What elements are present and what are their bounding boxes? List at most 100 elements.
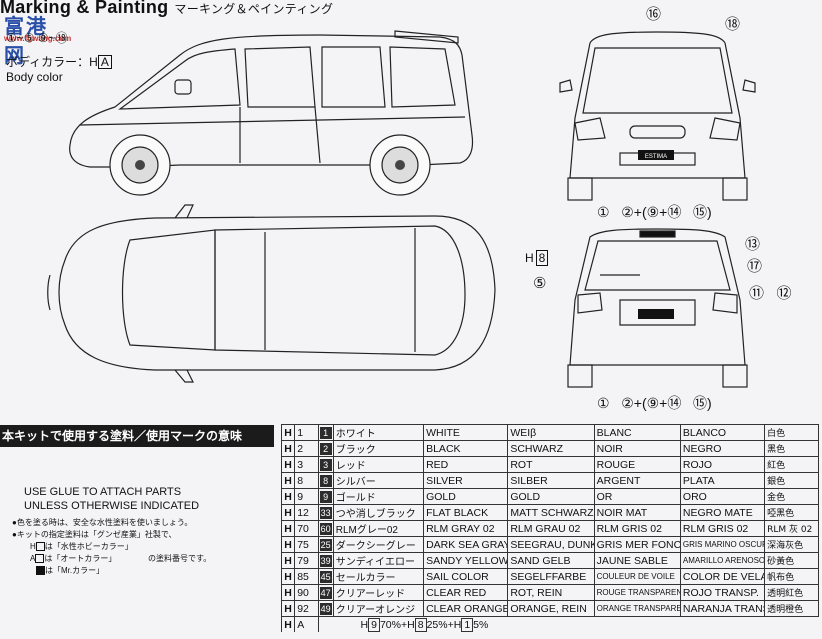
mr-color-badge: 8 <box>319 474 332 487</box>
paint-name-fr: ROUGE TRANSPARENT <box>593 584 681 601</box>
paint-code: H <box>280 600 296 617</box>
paint-number: 70 <box>294 520 319 537</box>
paint-name-de: GOLD <box>507 488 595 505</box>
paint-name-cn: 紅色 <box>764 456 819 473</box>
paint-code: H <box>280 584 296 601</box>
paint-name-en: RED <box>423 456 509 473</box>
mix-num-3: 1 <box>461 617 474 632</box>
paint-code: H <box>280 456 296 473</box>
note-5-row: は「Mr.カラー」 <box>12 565 192 577</box>
paint-name-fr: ROUGE <box>593 456 681 473</box>
paint-name-de: RLM GRAU 02 <box>507 520 595 537</box>
paint-code: H <box>280 488 296 505</box>
paint-name-cn: RLM 灰 02 <box>764 520 819 537</box>
paint-name-de: WEIβ <box>507 424 595 441</box>
mr-color-number: 60 <box>317 520 334 537</box>
paint-number: 12 <box>294 504 319 521</box>
note-code-a: A <box>30 554 36 563</box>
paint-code: H <box>280 424 296 441</box>
mix-pct-3: 5% <box>473 618 489 631</box>
paint-name-es: AMARILLO ARENOSO <box>679 552 766 569</box>
paint-name-cn: 砂黃色 <box>764 552 819 569</box>
legend-header: 本キットで使用する塗料／使用マークの意味 <box>0 425 274 447</box>
mr-color-badge: 9 <box>319 490 332 503</box>
paint-code: H <box>280 568 296 585</box>
paint-name-jp: ゴールド <box>332 488 425 505</box>
mr-color-badge: 1 <box>319 426 332 439</box>
site-logo-text: 富港网 <box>4 16 48 67</box>
paint-name-en: CLEAR ORANGE <box>423 600 509 617</box>
paint-name-en: SAIL COLOR <box>423 568 509 585</box>
paint-code: H <box>280 520 296 537</box>
paint-name-es: COLOR DE VELAS <box>679 568 766 585</box>
bracket-text: の塗料番号です。 <box>148 554 212 563</box>
car-top-view <box>47 204 496 383</box>
mr-color-number: 25 <box>317 536 334 553</box>
paint-name-de: ORANGE, REIN <box>507 600 595 617</box>
paint-code: H <box>280 536 296 553</box>
body-color-box: A <box>97 55 112 69</box>
paint-name-en: WHITE <box>423 424 509 441</box>
note-1: ●色を塗る時は、安全な水性塗料を使いましょう。 <box>12 518 193 527</box>
paint-name-de: MATT SCHWARZ <box>507 504 595 521</box>
paint-name-de: SEGELFFARBE <box>507 568 595 585</box>
mr-color-number: 8 <box>317 472 334 489</box>
body-color-jp: ボディカラー： <box>6 55 90 69</box>
mr-color-number: 39 <box>317 552 334 569</box>
paint-name-jp: クリアーレッド <box>332 584 425 601</box>
paint-name-cn: 深海灰色 <box>764 536 819 553</box>
mr-color-number: 2 <box>317 440 334 457</box>
mark-range-text: ①~⑤ ⑨~⑱ <box>6 31 68 45</box>
paint-name-cn: 金色 <box>764 488 819 505</box>
mix-code-1: H <box>360 618 369 631</box>
mr-color-badge: 2 <box>319 442 332 455</box>
car-side-view <box>69 30 474 196</box>
car-front-view: ESTIMA <box>559 31 756 201</box>
paint-name-cn: 銀色 <box>764 472 819 489</box>
note-code-h: H <box>30 542 36 551</box>
paint-name-fr: BLANC <box>593 424 681 441</box>
title-jp: マーキング＆ペインティング <box>174 2 334 16</box>
filled-box-icon <box>36 566 45 576</box>
paint-name-de: SEEGRAU, DUNKEL <box>507 536 595 553</box>
mr-color-badge: 49 <box>319 602 332 615</box>
glue-notice-line2: UNLESS OTHERWISE INDICATED <box>24 500 200 512</box>
mark-range: ①~⑤ ⑨~⑱ <box>6 29 68 46</box>
title-en: Marking & Painting <box>0 0 169 17</box>
paint-name-es: GRIS MARINO OSCURO <box>679 536 766 553</box>
paint-name-es: BLANCO <box>679 424 766 441</box>
callout-5: ⑤ <box>533 275 547 292</box>
callout-17: ⑰ <box>747 258 763 275</box>
paint-name-en: CLEAR RED <box>423 584 509 601</box>
paint-name-fr: COULEUR DE VOILE <box>593 568 681 585</box>
mr-color-number: 45 <box>317 568 334 585</box>
paint-name-jp: レッド <box>332 456 425 473</box>
mix-pct-2: 25%+ <box>426 618 454 631</box>
paint-name-es: NEGRO <box>679 440 766 457</box>
paint-number: A <box>294 616 319 632</box>
paint-name-fr: NOIR MAT <box>593 504 681 521</box>
paint-name-en: BLACK <box>423 440 509 457</box>
callout-h8-code: H <box>525 251 534 265</box>
paint-name-fr: GRIS MER FONCE <box>593 536 681 553</box>
paint-notes: ●色を塗る時は、安全な水性塗料を使いましょう。 ●キットの指定塗料は「グンゼ産業… <box>12 517 211 577</box>
paint-name-en: SILVER <box>423 472 509 489</box>
paint-name-es: PLATA <box>679 472 766 489</box>
mix-code-3: H <box>453 618 462 631</box>
mr-color-number: 47 <box>317 584 334 601</box>
mix-code-2: H <box>407 618 415 631</box>
paint-name-es: ROJO <box>679 456 766 473</box>
paint-name-en: RLM GRAY 02 <box>423 520 509 537</box>
paint-name-fr: RLM GRIS 02 <box>593 520 681 537</box>
paint-name-en: DARK SEA GRAY <box>423 536 509 553</box>
